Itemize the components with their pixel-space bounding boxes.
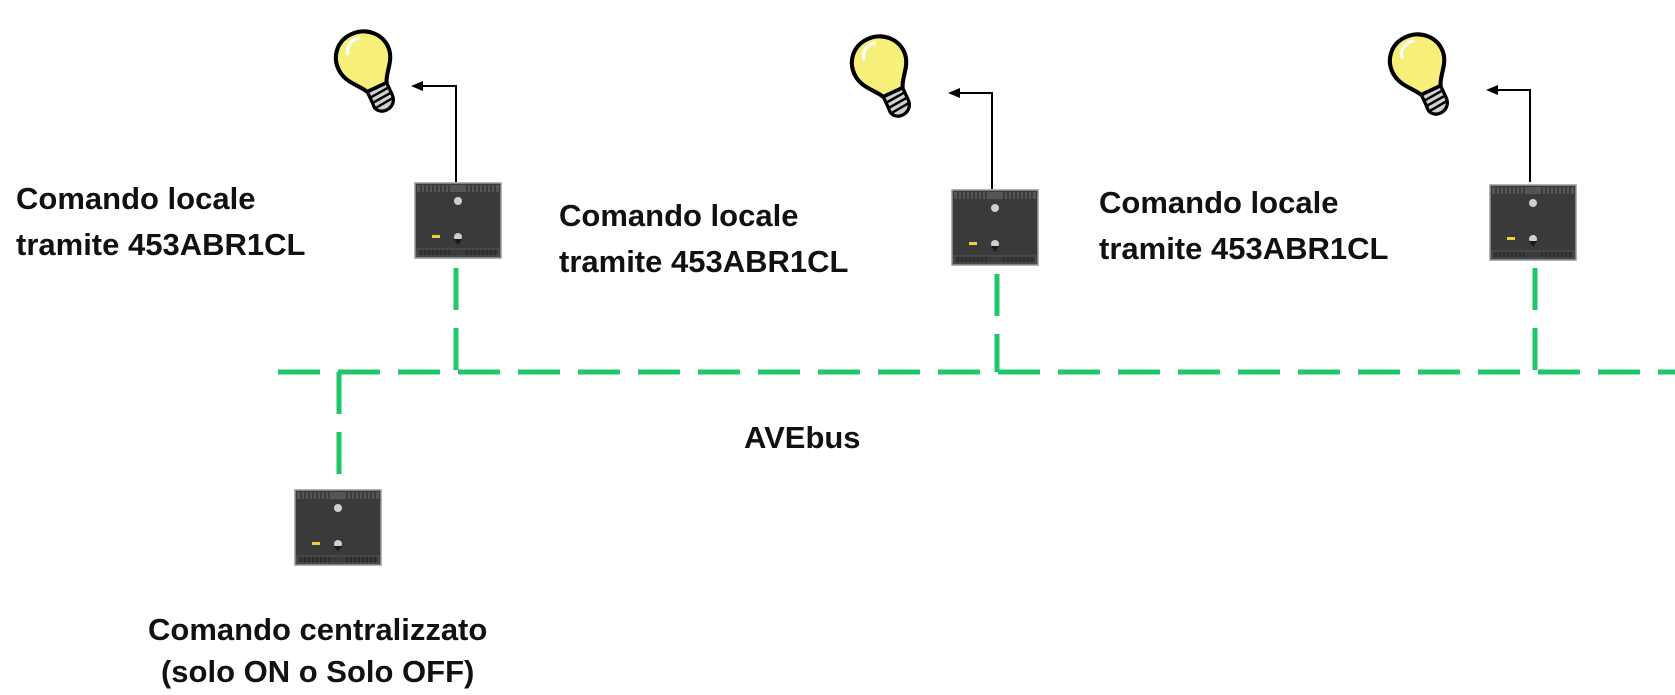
local-control-label-1: Comando locale tramite 453ABR1CL bbox=[16, 176, 305, 268]
central-control-mode: (solo ON o Solo OFF) bbox=[160, 654, 475, 689]
local-control-label-2: Comando locale tramite 453ABR1CL bbox=[559, 193, 848, 285]
light-bulb-icon bbox=[327, 22, 412, 121]
local-control-label-3: Comando locale tramite 453ABR1CL bbox=[1099, 180, 1388, 272]
local-control-title: Comando locale bbox=[16, 181, 256, 216]
light-bulb-icon bbox=[843, 27, 928, 126]
device-module-central bbox=[294, 489, 382, 566]
load-arrow-3 bbox=[1496, 89, 1531, 182]
device-module-2 bbox=[951, 189, 1039, 266]
local-control-device: tramite 453ABR1CL bbox=[16, 227, 306, 262]
load-arrow-2 bbox=[958, 92, 993, 189]
central-control-label: Comando centralizzato (solo ON o Solo OF… bbox=[148, 609, 487, 693]
load-arrow-1 bbox=[421, 85, 457, 182]
device-module-3 bbox=[1489, 184, 1577, 261]
local-control-title: Comando locale bbox=[1099, 185, 1339, 220]
avebus-label-text: AVEbus bbox=[744, 420, 861, 455]
local-control-device: tramite 453ABR1CL bbox=[559, 244, 849, 279]
local-control-title: Comando locale bbox=[559, 198, 799, 233]
avebus-label: AVEbus bbox=[744, 415, 861, 461]
local-control-device: tramite 453ABR1CL bbox=[1099, 231, 1389, 266]
light-bulb-icon bbox=[1381, 25, 1466, 124]
device-module-1 bbox=[414, 182, 502, 259]
central-control-title: Comando centralizzato bbox=[148, 612, 488, 647]
